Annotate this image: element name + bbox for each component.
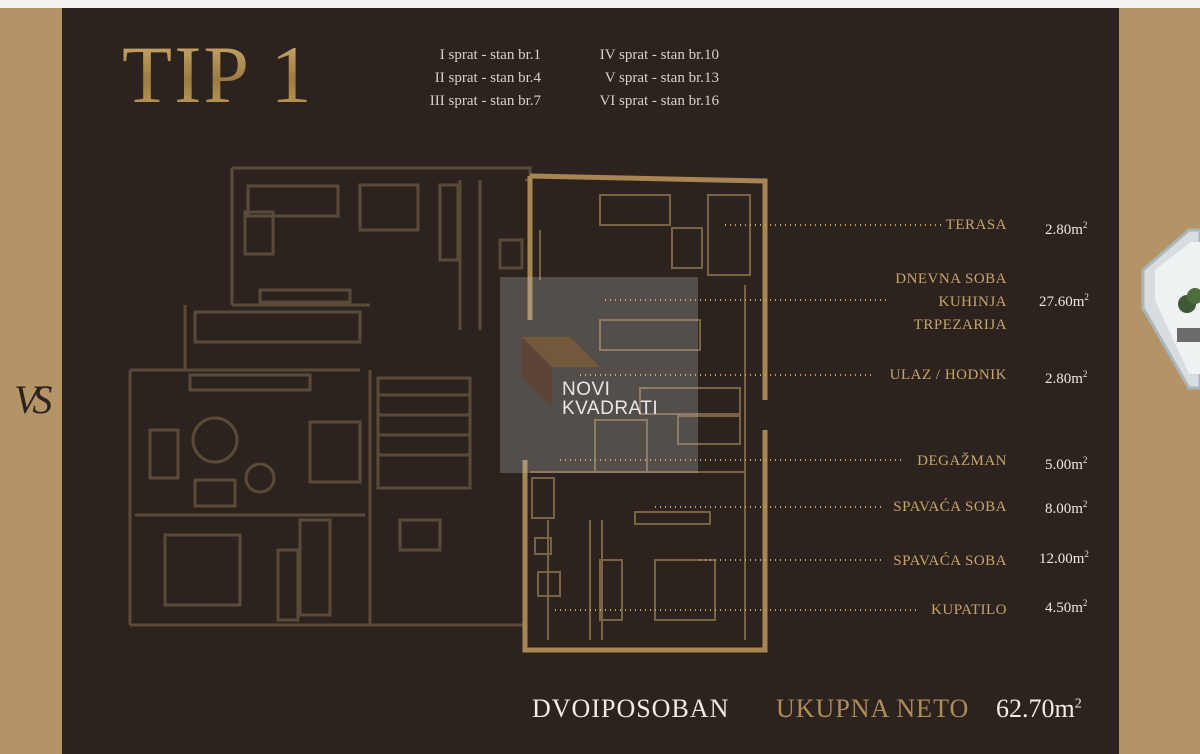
leader-lines [555,224,945,611]
floors-list-right: IV sprat - stan br.10 V sprat - stan br.… [575,44,719,113]
floor-item: II sprat - stan br.4 [434,70,541,86]
highlighted-apartment-walls [522,173,768,653]
left-gold-strip: VS [0,8,62,754]
room-label-bedroom-small: SPAVAĆA SOBA [893,499,1007,515]
room-area-bedroom-small: 8.00m2 [1045,499,1088,517]
right-gold-strip [1119,8,1200,754]
watermark-line: KVADRATI [562,398,659,419]
watermark-line: NOVI [562,379,611,400]
apartment-type: DVOIPOSOBAN [532,694,730,723]
floor-item: VI sprat - stan br.16 [599,93,719,109]
floor-item: V sprat - stan br.13 [604,70,719,86]
total-area-label: UKUPNA NETO [776,694,970,723]
room-area-entrance: 2.80m2 [1045,369,1088,387]
watermark-text: NOVI KVADRATI [562,380,658,418]
room-label-storage: DEGAŽMAN [917,453,1007,469]
room-label-line: KUHINJA [938,294,1007,310]
room-area-terrace: 2.80m2 [1045,220,1088,238]
room-area-living: 27.60m2 [1039,292,1089,310]
apartment-interior [530,194,751,640]
room-label-bathroom: KUPATILO [931,602,1007,618]
room-area-bedroom-large: 12.00m2 [1039,549,1089,567]
room-label-line: TRPEZARIJA [913,317,1007,333]
room-label-bedroom-large: SPAVAĆA SOBA [893,553,1007,569]
room-label-terrace: TERASA [945,217,1007,233]
building-thumbnail [1141,228,1200,390]
watermark-logo-shape [522,337,600,407]
floor-item: I sprat - stan br.1 [439,47,541,63]
floors-list-left: I sprat - stan br.1 II sprat - stan br.4… [398,44,541,113]
plan-title: TIP 1 [122,29,314,120]
room-label-entrance: ULAZ / HODNIK [889,367,1007,383]
vs-logo: VS [14,377,53,422]
top-border [0,0,1200,8]
floor-item: IV sprat - stan br.10 [599,47,719,63]
room-label-living: DNEVNA SOBA KUHINJA TRPEZARIJA [895,268,1007,337]
room-area-bathroom: 4.50m2 [1045,598,1088,616]
total-area-value: 62.70m2 [996,694,1082,723]
neighbor-walls [128,166,532,627]
room-area-storage: 5.00m2 [1045,455,1088,473]
watermark-box [500,277,698,473]
floor-item: III sprat - stan br.7 [429,93,541,109]
room-label-line: DNEVNA SOBA [895,271,1007,287]
